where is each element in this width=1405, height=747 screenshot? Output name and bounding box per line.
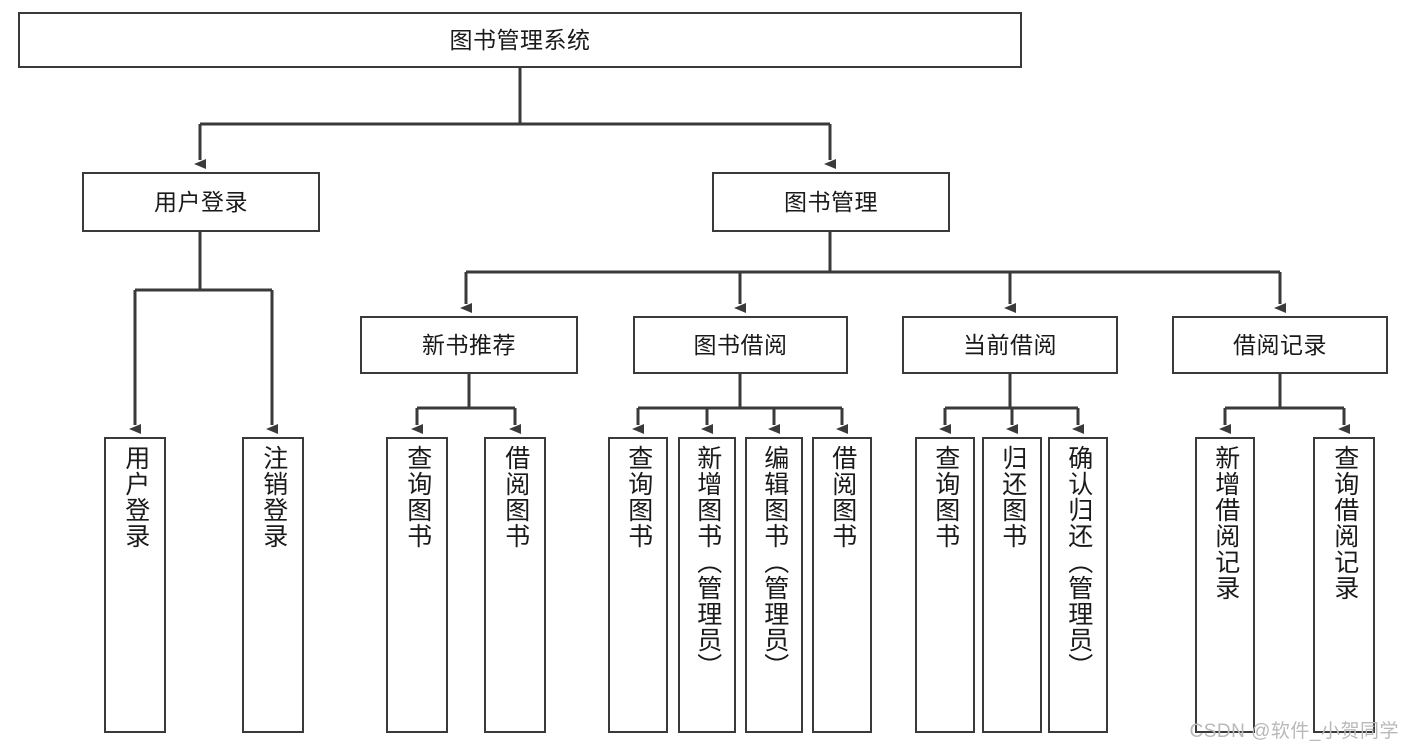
leaf-confirm-return-admin[interactable]: 确认归还（管理员） bbox=[1048, 437, 1108, 733]
leaf-return-book[interactable]: 归还图书 bbox=[982, 437, 1042, 733]
leaf-query-book-borrow-label: 查询图书 bbox=[624, 445, 653, 549]
node-book-management[interactable]: 图书管理 bbox=[712, 172, 950, 232]
leaf-query-book-current-label: 查询图书 bbox=[931, 445, 960, 549]
node-book-borrow-label: 图书借阅 bbox=[693, 331, 788, 358]
node-root[interactable]: 图书管理系统 bbox=[18, 12, 1022, 68]
node-current-borrow[interactable]: 当前借阅 bbox=[902, 316, 1118, 374]
leaf-return-book-label: 归还图书 bbox=[998, 445, 1027, 549]
leaf-add-book-admin-label: 新增图书（管理员） bbox=[693, 445, 722, 679]
leaf-query-book-borrow[interactable]: 查询图书 bbox=[608, 437, 668, 733]
leaf-borrow-book[interactable]: 借阅图书 bbox=[812, 437, 872, 733]
node-new-book-recommend-label: 新书推荐 bbox=[422, 331, 516, 358]
leaf-query-book-current[interactable]: 查询图书 bbox=[915, 437, 975, 733]
leaf-query-borrow-record[interactable]: 查询借阅记录 bbox=[1313, 437, 1375, 733]
node-current-borrow-label: 当前借阅 bbox=[963, 331, 1057, 358]
node-user-login-label: 用户登录 bbox=[154, 188, 248, 215]
leaf-query-borrow-record-label: 查询借阅记录 bbox=[1330, 445, 1359, 601]
watermark: CSDN @软件_小贺同学 bbox=[1189, 721, 1399, 742]
leaf-logout-login-label: 注销登录 bbox=[259, 445, 288, 549]
leaf-add-book-admin[interactable]: 新增图书（管理员） bbox=[678, 437, 736, 733]
node-borrow-record[interactable]: 借阅记录 bbox=[1172, 316, 1388, 374]
node-borrow-record-label: 借阅记录 bbox=[1233, 331, 1327, 358]
leaf-user-login[interactable]: 用户登录 bbox=[104, 437, 166, 733]
node-root-label: 图书管理系统 bbox=[449, 26, 591, 53]
leaf-query-book-recommend-label: 查询图书 bbox=[403, 445, 432, 549]
node-book-borrow[interactable]: 图书借阅 bbox=[633, 316, 848, 374]
node-new-book-recommend[interactable]: 新书推荐 bbox=[360, 316, 578, 374]
leaf-borrow-book-label: 借阅图书 bbox=[828, 445, 857, 549]
leaf-add-borrow-record-label: 新增借阅记录 bbox=[1211, 445, 1240, 601]
leaf-confirm-return-admin-label: 确认归还（管理员） bbox=[1064, 445, 1093, 679]
leaf-edit-book-admin[interactable]: 编辑图书（管理员） bbox=[745, 437, 803, 733]
leaf-logout-login[interactable]: 注销登录 bbox=[242, 437, 304, 733]
leaf-user-login-label: 用户登录 bbox=[121, 445, 150, 549]
leaf-edit-book-admin-label: 编辑图书（管理员） bbox=[760, 445, 789, 679]
leaf-borrow-book-recommend-label: 借阅图书 bbox=[501, 445, 530, 549]
leaf-add-borrow-record[interactable]: 新增借阅记录 bbox=[1195, 437, 1255, 733]
leaf-borrow-book-recommend[interactable]: 借阅图书 bbox=[484, 437, 546, 733]
leaf-query-book-recommend[interactable]: 查询图书 bbox=[386, 437, 448, 733]
node-book-management-label: 图书管理 bbox=[784, 188, 878, 215]
node-user-login[interactable]: 用户登录 bbox=[82, 172, 320, 232]
